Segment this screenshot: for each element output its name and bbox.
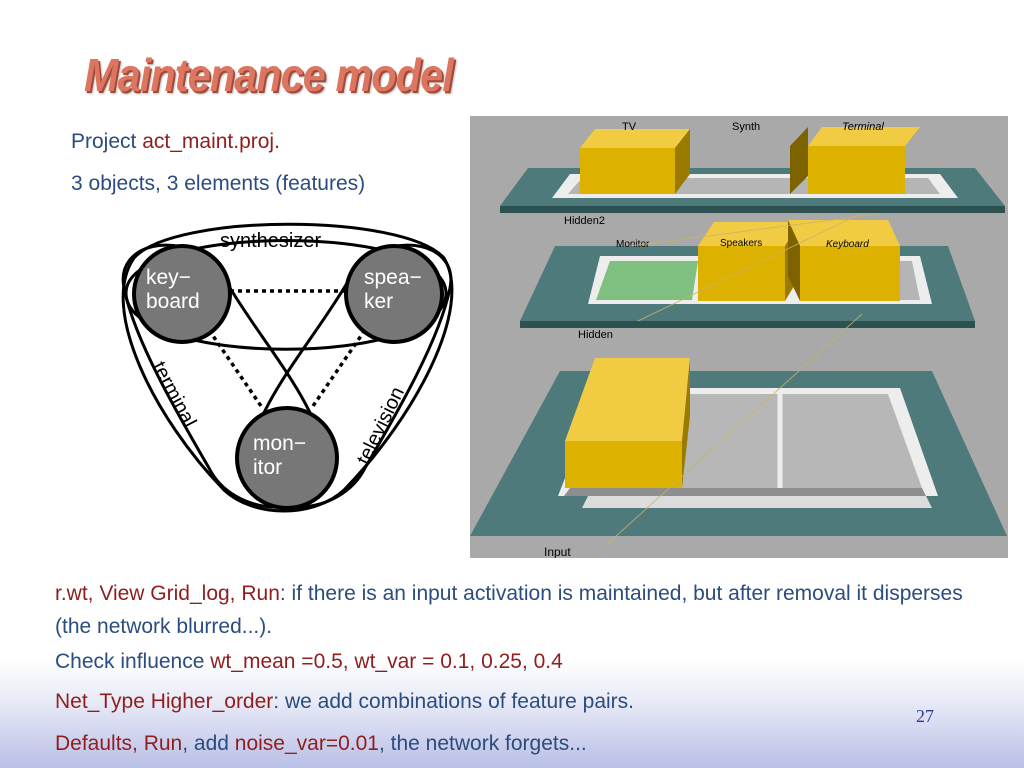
node-speaker-line2: ker xyxy=(364,290,393,313)
node-keyboard-line1: key− xyxy=(146,266,191,289)
project-name: act_maint.proj. xyxy=(142,130,280,153)
defaults-command: Defaults, Run xyxy=(55,732,183,755)
unit-speakers xyxy=(698,222,800,301)
label-television: television xyxy=(353,384,409,469)
label-hidden2: Hidden2 xyxy=(564,215,605,227)
project-prefix: Project xyxy=(71,130,143,153)
synthesizer-group xyxy=(124,239,448,351)
net-type-description: : we add combinations of feature pairs. xyxy=(273,690,634,713)
unit-label-terminal: Terminal xyxy=(842,121,884,133)
slide-number: 27 xyxy=(916,706,934,726)
layer-input: Input xyxy=(470,371,1007,558)
link-keyboard-monitor xyxy=(207,329,263,407)
unit-label-keyboard: Keyboard xyxy=(826,239,869,250)
unit-label-synth: Synth xyxy=(732,121,760,133)
paragraph-run: r.wt, View Grid_log, Run: if there is an… xyxy=(55,577,975,643)
influence-label: Check influence xyxy=(55,650,211,673)
objects-line: 3 objects, 3 elements (features) xyxy=(71,172,366,195)
defaults-add: , add xyxy=(182,732,235,755)
unit-label-tv: TV xyxy=(622,121,637,133)
network-view: Hidden2 TV Synth Terminal Hidden Monitor… xyxy=(470,116,1008,558)
unit-label-speakers: Speakers xyxy=(720,238,762,249)
paragraph-net-type: Net_Type Higher_order: we add combinatio… xyxy=(55,685,975,718)
feature-diagram: key− board spea− ker mon− itor synthesiz… xyxy=(121,222,454,513)
paragraph-defaults: Defaults, Run, add noise_var=0.01, the n… xyxy=(55,727,975,760)
project-line: Project act_maint.proj. xyxy=(71,129,280,155)
node-speaker: spea− ker xyxy=(344,244,444,344)
unit-terminal xyxy=(790,127,920,194)
node-monitor-line2: itor xyxy=(253,456,282,479)
label-hidden: Hidden xyxy=(578,329,613,341)
node-keyboard-line2: board xyxy=(146,290,200,313)
link-speaker-monitor xyxy=(311,329,367,407)
run-description: : if there is an input activation is mai… xyxy=(55,582,963,638)
net-type-command: Net_Type Higher_order xyxy=(55,690,274,713)
unit-label-monitor: Monitor xyxy=(616,239,650,250)
node-monitor-line1: mon− xyxy=(253,432,306,455)
unit-input-keyboard xyxy=(565,358,690,488)
influence-params: wt_mean =0.5, wt_var = 0.1, 0.25, 0.4 xyxy=(210,650,563,673)
node-speaker-line1: spea− xyxy=(364,266,422,289)
slide-title: Maintenance model xyxy=(84,49,454,101)
noise-param: noise_var=0.01 xyxy=(234,732,379,755)
unit-tv xyxy=(580,129,690,194)
paragraph-influence: Check influence wt_mean =0.5, wt_var = 0… xyxy=(55,645,975,678)
label-synthesizer: synthesizer xyxy=(220,230,321,252)
run-command: r.wt, View Grid_log, Run xyxy=(55,582,280,605)
unit-keyboard xyxy=(788,220,900,301)
label-terminal: terminal xyxy=(148,358,201,431)
defaults-result: , the network forgets... xyxy=(378,732,587,755)
outer-boundary xyxy=(121,222,454,513)
node-keyboard: key− board xyxy=(132,244,232,344)
label-input: Input xyxy=(544,545,571,558)
node-monitor: mon− itor xyxy=(235,406,339,510)
